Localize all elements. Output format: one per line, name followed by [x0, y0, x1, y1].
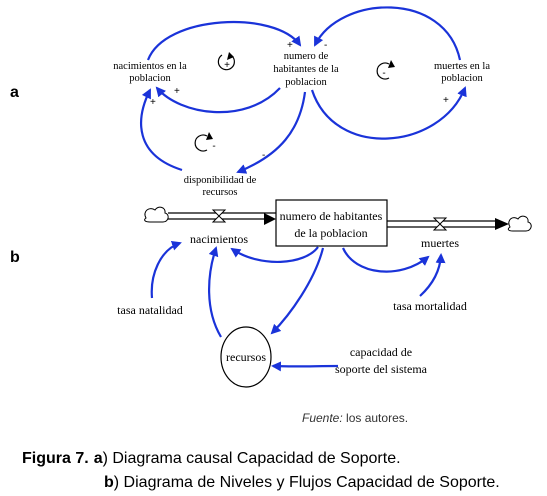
caption-line-b: b) Diagrama de Niveles y Flujos Capacida…	[104, 474, 500, 491]
resources-var-line1: disponibilidad de	[184, 175, 257, 186]
loop-balancing-bottom-icon: -	[194, 132, 216, 152]
link-births-to-population	[146, 21, 302, 61]
link-deaths-to-population	[314, 6, 462, 61]
caption-line-a: Figura 7.a) Diagrama causal Capacidad de…	[22, 450, 401, 467]
sign-population-to-births: +	[174, 86, 180, 97]
population-stock-box	[275, 199, 388, 247]
link-resources-to-births	[140, 88, 183, 172]
link-population-to-deaths	[310, 86, 467, 140]
births-var-line2: poblacion	[129, 73, 171, 84]
loop-balancing-right-icon: -	[376, 60, 395, 80]
resources-converter-circle	[220, 326, 272, 388]
svg-text:-: -	[382, 68, 385, 79]
resources-label: recursos	[226, 350, 266, 364]
birth-rate-label: tasa natalidad	[117, 303, 183, 317]
population-var-line2: habitantes de la	[273, 64, 339, 75]
link-death-rate-to-deaths	[419, 253, 446, 297]
population-stock-line1: numero de habitantes	[280, 209, 383, 223]
population-var-line1: numero de	[284, 51, 329, 62]
resources-var-line2: recursos	[203, 187, 238, 198]
sign-resources-to-births: +	[150, 97, 156, 108]
svg-text:-: -	[212, 141, 215, 152]
inflow-label: nacimientos	[190, 232, 248, 246]
link-population-to-births-b	[230, 246, 319, 264]
link-population-to-deaths-b	[341, 247, 430, 273]
sign-births-to-population: +	[287, 40, 293, 51]
sign-population-to-resources: -	[262, 150, 265, 161]
source-cloud-icon	[144, 206, 169, 223]
outflow-arrow-head	[495, 218, 509, 230]
outflow-label: muertes	[421, 236, 459, 250]
capacity-label-line1: capacidad de	[350, 345, 412, 359]
capacity-label-line2: soporte del sistema	[335, 362, 428, 376]
svg-text:+: +	[224, 60, 230, 71]
births-var-line1: nacimientos en la	[113, 61, 187, 72]
link-population-to-resources-b	[270, 247, 325, 335]
link-resources-to-births-b	[208, 246, 222, 338]
link-population-to-births	[155, 86, 281, 114]
population-stock-line2: de la poblacion	[294, 226, 367, 240]
loop-reinforcing-icon: +	[217, 52, 235, 71]
panel-a-label: a	[10, 84, 19, 101]
deaths-var-line2: poblacion	[441, 73, 483, 84]
inflow-valve-icon	[211, 209, 227, 223]
panel-b-label: b	[10, 249, 20, 266]
link-birth-rate-to-births	[150, 240, 182, 299]
population-var-line3: poblacion	[285, 77, 327, 88]
deaths-var-line1: muertes en la	[434, 61, 490, 72]
source-note: Fuente: los autores.	[302, 411, 408, 425]
death-rate-label: tasa mortalidad	[393, 299, 467, 313]
outflow-valve-icon	[432, 217, 448, 231]
sign-population-to-deaths: +	[443, 95, 449, 106]
sink-cloud-icon	[507, 215, 532, 232]
sign-deaths-to-population: -	[324, 40, 327, 51]
link-population-to-resources	[236, 91, 307, 174]
